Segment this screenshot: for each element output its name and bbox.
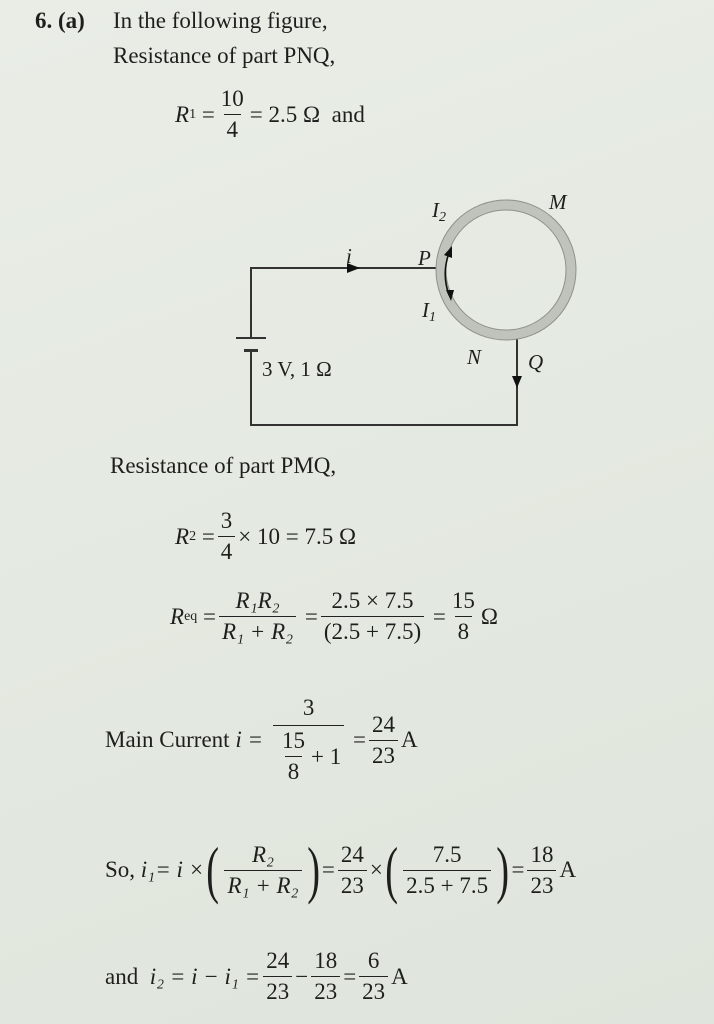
label-i: i bbox=[346, 244, 352, 268]
arrow-right-icon bbox=[347, 263, 360, 273]
r2-den: 4 bbox=[217, 536, 236, 565]
r1-sub: 1 bbox=[189, 106, 197, 122]
r1-den: 4 bbox=[223, 114, 242, 143]
label-i1: I1 bbox=[422, 298, 436, 325]
ring-and-arrows bbox=[347, 199, 577, 388]
req-unit: Ω bbox=[480, 603, 498, 629]
question-number: 6. (a) bbox=[35, 8, 85, 33]
bottom-wire bbox=[250, 424, 518, 426]
label-m: M bbox=[549, 190, 567, 214]
r2-num: 3 bbox=[220, 508, 233, 533]
req-symbol: R bbox=[170, 603, 185, 629]
intro-text: In the following figure, bbox=[113, 8, 328, 33]
ring-outer-edge bbox=[435, 199, 577, 341]
label-q: Q bbox=[528, 350, 544, 374]
r1-result: = 2.5 Ω bbox=[249, 101, 321, 127]
label-i2: I2 bbox=[432, 198, 446, 225]
r2-symbol: R bbox=[175, 523, 190, 549]
main-current-label: Main Current bbox=[105, 727, 230, 752]
req-sub: eq bbox=[184, 608, 198, 624]
pmq-heading: Resistance of part PMQ, bbox=[110, 453, 337, 478]
battery-long-plate bbox=[236, 337, 266, 339]
r1-and: and bbox=[331, 101, 365, 127]
label-p: P bbox=[418, 246, 431, 270]
ring bbox=[436, 200, 576, 340]
r2-result: × 10 = 7.5 Ω bbox=[238, 523, 357, 549]
arrow-down-icon bbox=[446, 290, 454, 301]
battery-label: 3 V, 1 Ω bbox=[262, 357, 332, 381]
arrow-q-down-icon bbox=[512, 376, 522, 388]
top-wire bbox=[250, 267, 440, 269]
r2-sub: 2 bbox=[189, 528, 197, 544]
left-wire-upper bbox=[250, 267, 252, 337]
ring-inner-edge bbox=[445, 209, 567, 331]
r1-symbol: R bbox=[175, 101, 190, 127]
pnq-heading: Resistance of part PNQ, bbox=[113, 43, 336, 68]
r1-num: 10 bbox=[220, 86, 244, 111]
req-fraction-2: 2.5 × 7.5(2.5 + 7.5) bbox=[320, 588, 425, 645]
left-wire-lower bbox=[250, 349, 252, 425]
label-n: N bbox=[467, 345, 482, 369]
arrow-up-icon bbox=[444, 246, 452, 258]
